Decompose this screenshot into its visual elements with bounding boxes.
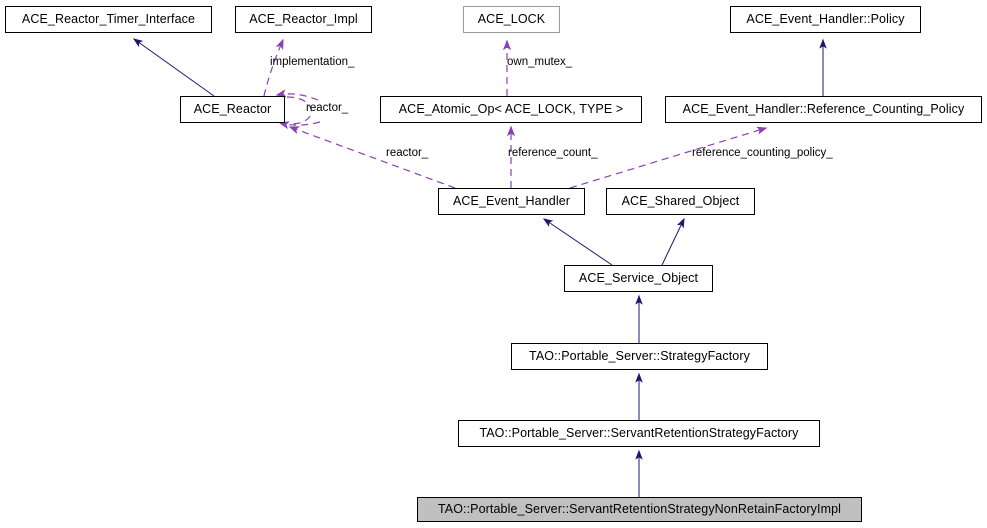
edge-reactor-to-timer-interface — [134, 39, 215, 97]
edge-reactor-self-loop — [286, 96, 312, 125]
class-node-ace-atomic-op[interactable]: ACE_Atomic_Op< ACE_LOCK, TYPE > — [380, 96, 642, 123]
edge-label-reference-count: reference_count_ — [508, 147, 598, 159]
class-node-strategy-factory[interactable]: TAO::Portable_Server::StrategyFactory — [511, 343, 768, 370]
class-node-ace-lock[interactable]: ACE_LOCK — [463, 6, 560, 33]
class-node-servant-retention-strategy-factory[interactable]: TAO::Portable_Server::ServantRetentionSt… — [458, 420, 820, 447]
class-node-ace-reactor-timer-interface[interactable]: ACE_Reactor_Timer_Interface — [5, 6, 212, 33]
edge-label-own-mutex: own_mutex_ — [507, 56, 573, 68]
class-node-ace-event-handler[interactable]: ACE_Event_Handler — [438, 188, 585, 215]
class-node-ace-reactor-impl[interactable]: ACE_Reactor_Impl — [235, 6, 372, 33]
edge-service-object-to-event-handler — [544, 219, 613, 266]
edge-reactor-to-reactor-impl — [263, 40, 283, 97]
edge-service-object-to-shared-object — [661, 219, 684, 266]
class-node-ace-event-handler-reference-counting-policy[interactable]: ACE_Event_Handler::Reference_Counting_Po… — [665, 96, 982, 123]
edge-reactor-self-loop-tail — [277, 94, 319, 101]
edge-event-handler-to-refcount-policy — [569, 128, 766, 189]
edge-reactor-self-loop-head — [280, 122, 321, 125]
edge-label-reactor-self: reactor_ — [306, 102, 349, 114]
class-node-ace-shared-object[interactable]: ACE_Shared_Object — [606, 188, 755, 215]
edge-label-implementation: implementation_ — [270, 56, 355, 68]
edge-label-reactor: reactor_ — [386, 147, 429, 159]
edge-label-reference-counting-policy: reference_counting_policy_ — [692, 147, 833, 159]
class-node-ace-service-object[interactable]: ACE_Service_Object — [564, 265, 713, 292]
edge-event-handler-to-reactor — [290, 127, 456, 189]
class-node-ace-reactor[interactable]: ACE_Reactor — [180, 96, 285, 123]
class-node-servant-retention-strategy-non-retain-factory-impl[interactable]: TAO::Portable_Server::ServantRetentionSt… — [417, 497, 862, 522]
class-node-ace-event-handler-policy[interactable]: ACE_Event_Handler::Policy — [730, 6, 921, 33]
